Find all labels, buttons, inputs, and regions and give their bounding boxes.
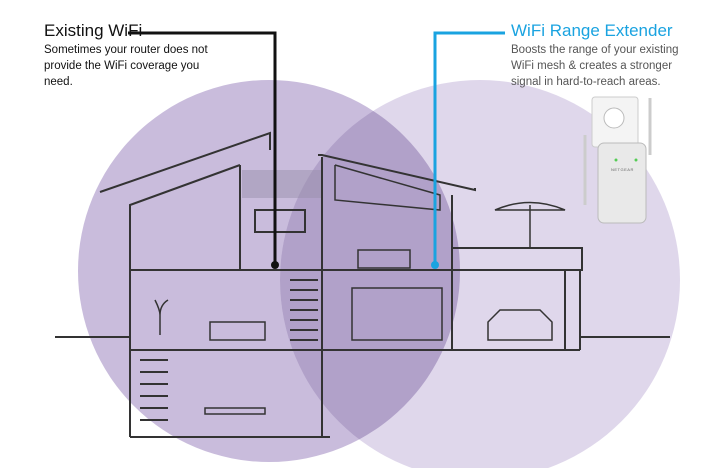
umbrella xyxy=(494,201,566,248)
existing-wifi-callout-line xyxy=(128,31,279,269)
coverage-circles xyxy=(78,80,680,468)
table xyxy=(204,407,266,415)
plant xyxy=(154,299,169,335)
bed xyxy=(357,249,411,269)
car xyxy=(487,309,553,341)
extender-callout-line xyxy=(431,31,505,269)
range-extender-device xyxy=(583,96,652,224)
sofa xyxy=(209,321,266,341)
existing-wifi-description: Sometimes your router does not provide t… xyxy=(44,44,208,88)
coverage-overlap xyxy=(280,80,460,462)
extender-description: Boosts the range of your existing WiFi m… xyxy=(511,44,679,88)
existing-wifi-title: Existing WiFi xyxy=(44,21,143,40)
extender-title: WiFi Range Extender xyxy=(511,21,673,40)
extender-brand-label: NETGEAR xyxy=(611,167,634,172)
house-outline xyxy=(55,131,670,438)
kitchen xyxy=(351,287,443,341)
